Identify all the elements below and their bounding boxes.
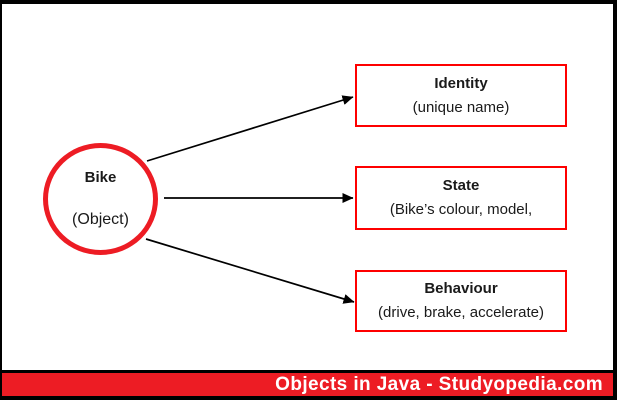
behaviour-box-title: Behaviour [424,280,498,297]
arrow-to-behaviour-icon [145,238,355,304]
connector-arrows [145,95,355,304]
arrow-to-identity-icon [146,95,354,162]
node-title: Bike [84,169,117,186]
footer-banner: Objects in Java - Studyopedia.com [2,370,613,396]
state-box-title: State [442,177,480,194]
state-box-subtitle: (Bike’s colour, model, [389,201,533,218]
node-subtitle: (Object) [72,211,129,228]
bike-object-node: Bike (Object) [43,143,158,255]
identity-box: Identity (unique name) [355,64,567,127]
behaviour-box-subtitle: (drive, brake, accelerate) [378,304,544,321]
identity-box-title: Identity [434,74,488,92]
behaviour-box: Behaviour (drive, brake, accelerate) [355,270,567,332]
footer-caption: Objects in Java - Studyopedia.com [275,373,603,395]
identity-box-subtitle: (unique name) [412,98,510,116]
state-box: State (Bike’s colour, model, [355,166,567,230]
